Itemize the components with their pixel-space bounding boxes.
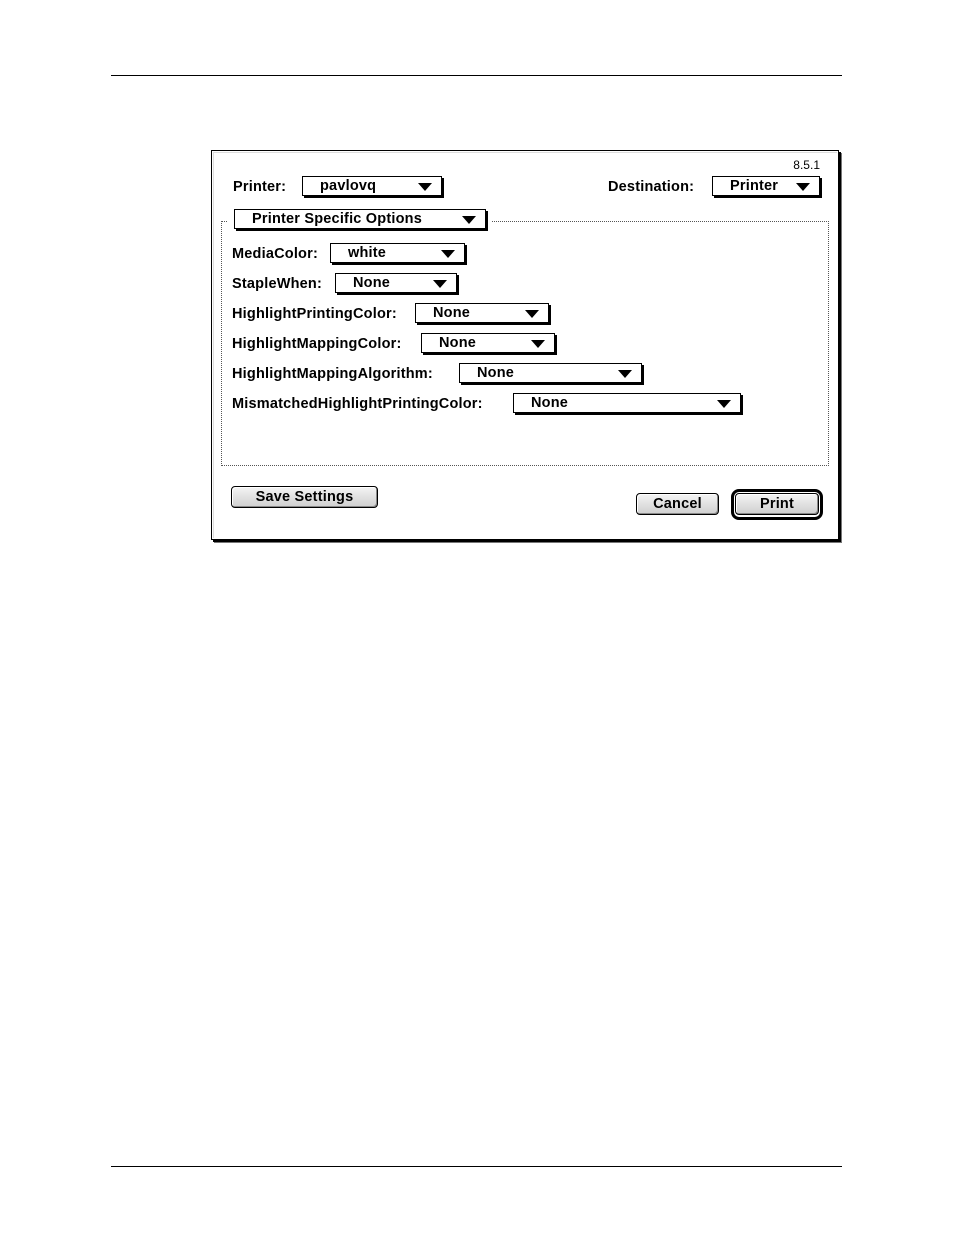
mismatched-highlight-printing-color-popup[interactable]: None (513, 393, 741, 413)
printer-popup[interactable]: pavlovq (302, 176, 442, 196)
options-category-popup[interactable]: Printer Specific Options (234, 209, 486, 229)
options-category-value: Printer Specific Options (252, 210, 422, 228)
print-dialog: 8.5.1 Printer: pavlovq Destination: Prin… (211, 150, 839, 540)
chevron-down-icon (618, 370, 632, 378)
version-label: 8.5.1 (793, 158, 820, 172)
highlight-mapping-color-popup[interactable]: None (421, 333, 555, 353)
destination-popup-value: Printer (730, 177, 778, 195)
destination-popup[interactable]: Printer (712, 176, 820, 196)
destination-label: Destination: (608, 178, 694, 196)
highlight-mapping-color-value: None (439, 334, 476, 352)
chevron-down-icon (796, 183, 810, 191)
chevron-down-icon (441, 250, 455, 258)
chevron-down-icon (531, 340, 545, 348)
option-label-highlight-mapping-algorithm: HighlightMappingAlgorithm: (232, 365, 433, 383)
mismatched-highlight-printing-color-value: None (531, 394, 568, 412)
page-top-rule (111, 75, 842, 76)
option-label-mismatched-highlight-printing-color: MismatchedHighlightPrintingColor: (232, 395, 483, 413)
chevron-down-icon (462, 216, 476, 224)
print-button[interactable]: Print (735, 493, 819, 515)
page-bottom-rule (111, 1166, 842, 1167)
highlight-mapping-algorithm-popup[interactable]: None (459, 363, 642, 383)
option-label-media-color: MediaColor: (232, 245, 318, 263)
chevron-down-icon (717, 400, 731, 408)
printer-popup-value: pavlovq (320, 177, 376, 195)
chevron-down-icon (525, 310, 539, 318)
cancel-button[interactable]: Cancel (636, 493, 719, 515)
media-color-popup[interactable]: white (330, 243, 465, 263)
staple-when-value: None (353, 274, 390, 292)
staple-when-popup[interactable]: None (335, 273, 457, 293)
printer-label: Printer: (233, 178, 286, 196)
option-label-highlight-mapping-color: HighlightMappingColor: (232, 335, 402, 353)
chevron-down-icon (418, 183, 432, 191)
option-label-highlight-printing-color: HighlightPrintingColor: (232, 305, 397, 323)
highlight-mapping-algorithm-value: None (477, 364, 514, 382)
highlight-printing-color-popup[interactable]: None (415, 303, 549, 323)
highlight-printing-color-value: None (433, 304, 470, 322)
media-color-value: white (348, 244, 386, 262)
option-label-staple-when: StapleWhen: (232, 275, 322, 293)
save-settings-button[interactable]: Save Settings (231, 486, 378, 508)
chevron-down-icon (433, 280, 447, 288)
